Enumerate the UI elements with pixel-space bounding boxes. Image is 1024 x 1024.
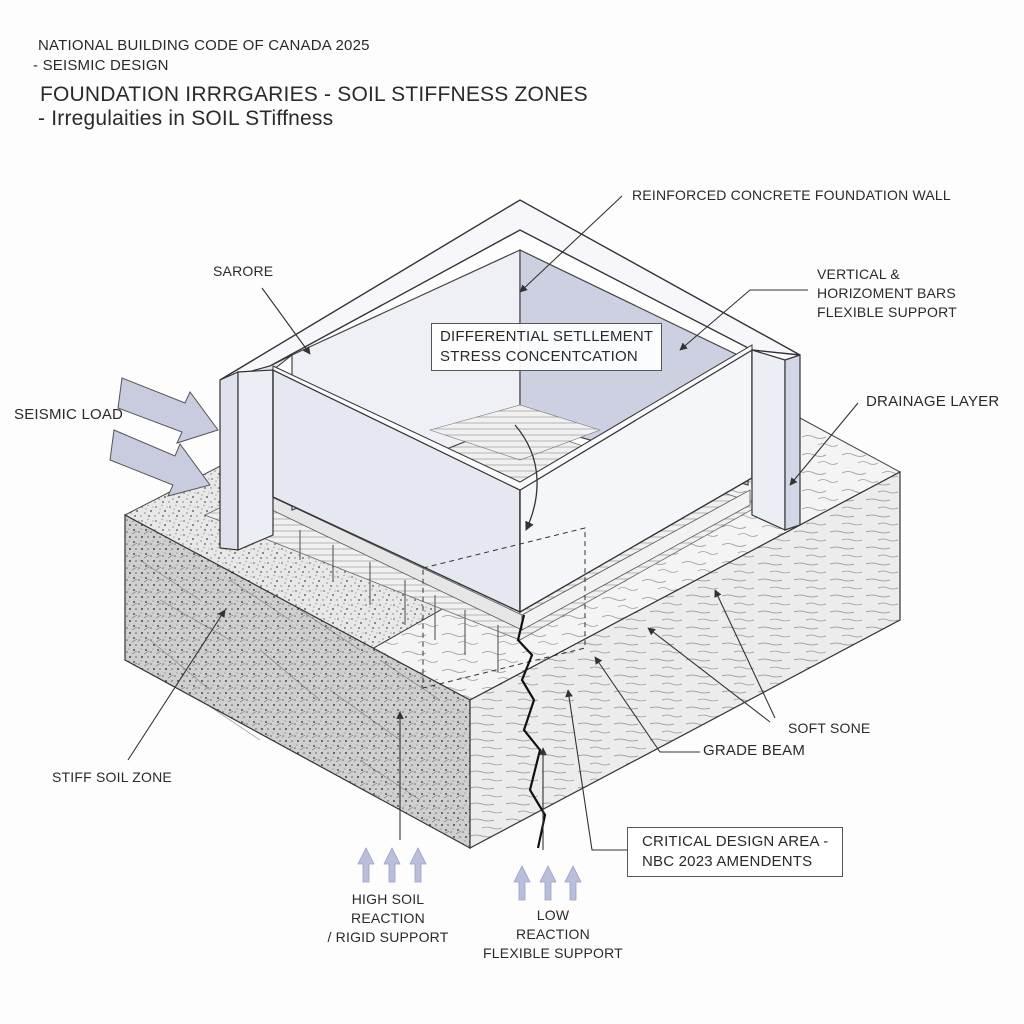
label-differential-line2: STRESS CONCENTCATION [440,348,638,365]
label-critical-line2: NBC 2023 AMENDENTS [642,853,813,870]
label-high-soil-reaction: HIGH SOIL REACTION / RIGID SUPPORT [318,890,458,947]
label-vertical-bars-line2: HORIZOMENT BARS [817,285,956,301]
label-stiff-soil-zone: STIFF SOIL ZONE [52,769,172,785]
label-low-reaction-line3: FLEXIBLE SUPPORT [483,945,623,961]
page-title: FOUNDATION IRRRGARIES - SOIL STIFFNESS Z… [40,83,588,106]
critical-zone-outline [422,527,586,689]
high-reaction-arrows [357,847,427,883]
label-soft-sone: SOFT SONE [788,720,871,736]
settlement-arrow [514,424,538,531]
label-sarore: SARORE [213,263,274,279]
seismic-load-arrows [109,377,219,497]
label-vertical-bars: VERTICAL & HORIZOMENT BARS FLEXIBLE SUPP… [817,265,957,322]
label-critical-line1: CRITICAL DESIGN AREA - [642,833,829,850]
header-code-subtitle: - SEISMIC DESIGN [33,57,169,74]
label-high-soil-line1: HIGH SOIL [351,891,425,907]
header-code-title: NATIONAL BUILDING CODE OF CANADA 2025 [38,37,370,54]
piles [299,530,499,672]
label-seismic-load: SEISMIC LOAD [14,406,124,423]
leader-lines [127,195,859,851]
label-low-reaction-line2: REACTION [516,926,590,942]
label-high-soil-line2: REACTION [351,910,425,926]
label-drainage-layer: DRAINAGE LAYER [866,393,1000,410]
label-grade-beam: GRADE BEAM [703,742,806,759]
page-subtitle: - Irregulaities in SOIL STiffness [38,107,334,130]
label-critical-design-area: CRITICAL DESIGN AREA - NBC 2023 AMENDENT… [627,827,844,877]
label-low-reaction: LOW REACTION FLEXIBLE SUPPORT [478,906,628,963]
label-vertical-bars-line1: VERTICAL & [817,266,900,282]
label-reinforced-wall: REINFORCED CONCRETE FOUNDATION WALL [632,187,951,203]
label-differential-settlement: DIFFERENTIAL SETLLEMENT STRESS CONCENTCA… [431,323,663,371]
low-reaction-arrows [513,865,582,901]
settlement-crack [516,614,547,849]
label-vertical-bars-line3: FLEXIBLE SUPPORT [817,304,957,320]
label-low-reaction-line1: LOW [536,907,570,923]
label-differential-line1: DIFFERENTIAL SETLLEMENT [440,328,654,345]
label-high-soil-line3: / RIGID SUPPORT [327,929,449,945]
